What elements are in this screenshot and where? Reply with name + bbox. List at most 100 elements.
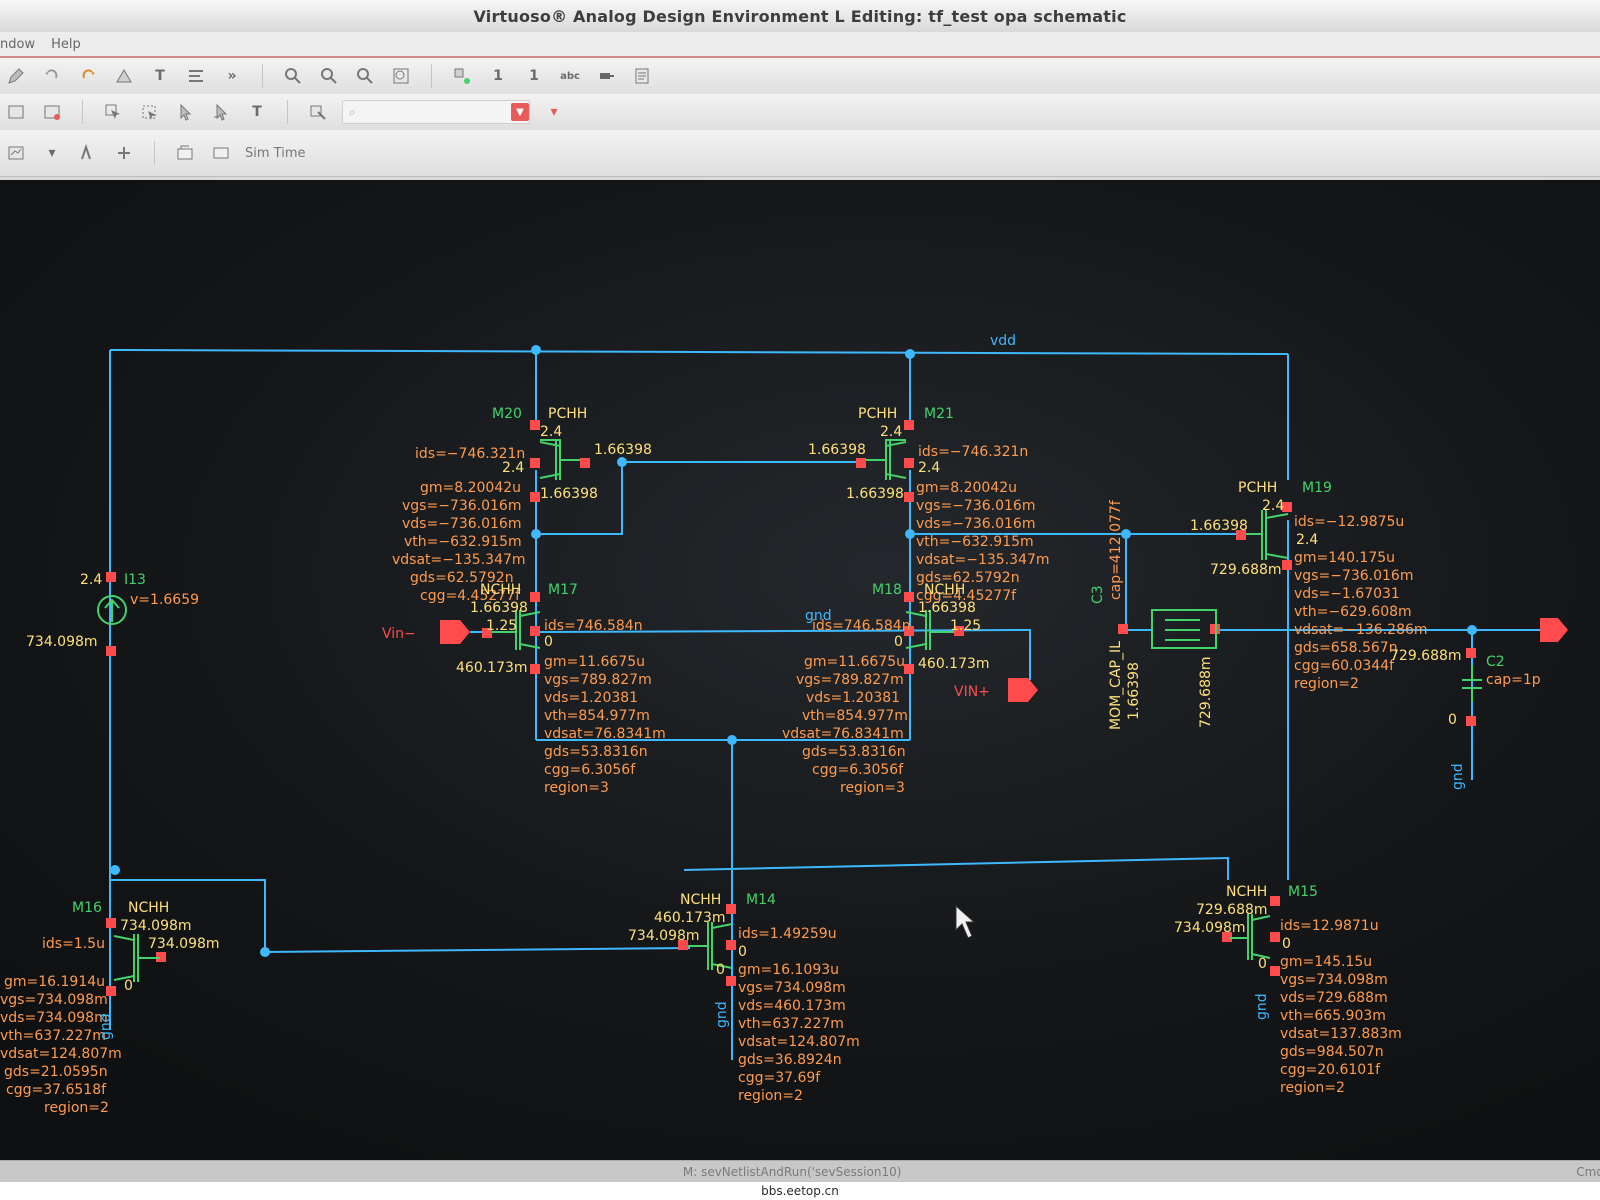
window-icon[interactable]	[4, 100, 28, 124]
i13-symbol	[97, 595, 127, 625]
m15-params: ids=12.9871u gm=145.15u vgs=734.098m vds…	[1280, 918, 1402, 1096]
toolbar-separator	[154, 141, 155, 165]
m17-name: M17	[548, 582, 578, 598]
svg-text:vth=854.977m: vth=854.977m	[544, 708, 650, 724]
svg-text:region=2: region=2	[1294, 676, 1359, 692]
m16-symbol	[113, 934, 160, 982]
sim-time-box-icon[interactable]	[209, 141, 233, 165]
simulation-setup-icon[interactable]	[4, 141, 28, 165]
probe-icon[interactable]	[306, 100, 330, 124]
wires	[109, 349, 1550, 1060]
m15-source-v: 0	[1258, 956, 1267, 972]
svg-text:vgs=734.098m: vgs=734.098m	[738, 980, 846, 996]
m20-top-v: 2.4	[540, 424, 562, 440]
svg-text:ids=12.9871u: ids=12.9871u	[1280, 918, 1379, 934]
pin-icon[interactable]	[594, 64, 618, 88]
svg-text:vgs=−736.016m: vgs=−736.016m	[916, 498, 1035, 514]
zoom-fit-icon[interactable]	[353, 64, 377, 88]
svg-text:vdsat=137.883m: vdsat=137.883m	[1280, 1026, 1402, 1042]
align-tool-icon[interactable]	[184, 64, 208, 88]
c2-cap: cap=1p	[1486, 672, 1541, 688]
m18-top-v: 1.66398	[918, 600, 976, 616]
m16-gate-v: 734.098m	[148, 936, 220, 952]
menu-help[interactable]: Help	[51, 36, 81, 52]
sim-time-label: Sim Time	[245, 145, 306, 161]
search-field[interactable]: ⌕ ▼	[342, 100, 530, 124]
window-title: Virtuoso® Analog Design Environment L Ed…	[473, 6, 1127, 26]
undo-icon[interactable]	[40, 64, 64, 88]
m18-name: M18	[872, 582, 902, 598]
schematic-canvas[interactable]: vdd gnd Vin− VIN+ M20 PCHH 2.4 2.4 1.663…	[0, 180, 1600, 1160]
svg-text:vds=460.173m: vds=460.173m	[738, 998, 846, 1014]
c3-right-v: 729.688m	[1198, 656, 1214, 728]
svg-text:gm=16.1093u: gm=16.1093u	[738, 962, 839, 978]
pencil-icon[interactable]	[4, 64, 28, 88]
junctions	[110, 345, 1477, 957]
svg-text:gds=21.0595n: gds=21.0595n	[4, 1064, 108, 1080]
c2-bottom-v: 0	[1448, 712, 1457, 728]
m19-params: ids=−12.9875u gm=140.175u vgs=−736.016m …	[1294, 514, 1428, 692]
toolbar-row-1: T » 1 1 abc	[0, 58, 1600, 95]
svg-text:vgs=789.827m: vgs=789.827m	[544, 672, 652, 688]
svg-text:region=2: region=2	[1280, 1080, 1345, 1096]
search-dropdown-icon[interactable]: ▼	[511, 103, 529, 121]
netlist-icon[interactable]	[76, 141, 100, 165]
run-options-icon[interactable]: ▾	[48, 145, 56, 161]
search-options-icon[interactable]: ▾	[550, 104, 558, 120]
net-label-vin-plus: VIN+	[954, 684, 990, 700]
toolbar-row-2: T ⌕ ▼ ▾	[0, 94, 1600, 131]
annotate-icon[interactable]	[173, 141, 197, 165]
mouse-cursor-icon	[955, 904, 976, 939]
svg-text:cgg=37.6518f: cgg=37.6518f	[6, 1082, 107, 1098]
zoom-out-icon[interactable]	[317, 64, 341, 88]
m18-symbol	[905, 610, 954, 650]
pointer-icon[interactable]	[173, 100, 197, 124]
text-tool-icon[interactable]: T	[155, 68, 165, 84]
m18-bulk-v: 0	[894, 634, 903, 650]
svg-text:ids=1.5u: ids=1.5u	[42, 936, 105, 952]
svg-text:vgs=734.098m: vgs=734.098m	[0, 992, 108, 1008]
zoom-box-icon[interactable]	[389, 64, 413, 88]
svg-text:vdsat=76.8341m: vdsat=76.8341m	[782, 726, 904, 742]
shape-tool-icon[interactable]	[112, 64, 136, 88]
m17-gate-v: 1.25	[486, 618, 517, 634]
svg-text:ids=−746.321n: ids=−746.321n	[918, 444, 1028, 460]
label-icon[interactable]: abc	[560, 70, 580, 82]
m14-type: NCHH	[680, 892, 721, 908]
text-select-icon[interactable]: T	[252, 104, 262, 120]
m17-source-v: 460.173m	[456, 660, 528, 676]
m19-type: PCHH	[1238, 480, 1277, 496]
m21-type: PCHH	[858, 406, 897, 422]
menu-window[interactable]: ndow	[0, 36, 36, 52]
svg-text:vgs=789.827m: vgs=789.827m	[796, 672, 904, 688]
gnd-label-3: gnd	[1254, 993, 1270, 1020]
add-instance-icon[interactable]	[450, 64, 474, 88]
m18-source-v: 460.173m	[918, 656, 990, 672]
pointer-net-icon[interactable]	[209, 100, 233, 124]
c2-top-v: 729.688m	[1390, 648, 1462, 664]
m19-bottom-v: 729.688m	[1210, 562, 1282, 578]
svg-text:vds=−736.016m: vds=−736.016m	[916, 516, 1035, 532]
more-tools-icon[interactable]: »	[227, 68, 237, 84]
zoom-in-icon[interactable]	[281, 64, 305, 88]
select-area-icon[interactable]	[137, 100, 161, 124]
redo-icon[interactable]	[76, 64, 100, 88]
m20-type: PCHH	[548, 406, 587, 422]
m17-params: ids=746.584n gm=11.6675u vgs=789.827m vd…	[544, 618, 666, 796]
m16-params: ids=1.5u gm=16.1914u vgs=734.098m vds=73…	[0, 936, 122, 1116]
window-close-icon[interactable]	[40, 100, 64, 124]
wire-icon[interactable]: 1	[493, 68, 503, 84]
toolbar-separator	[287, 100, 288, 124]
svg-text:vdsat=−136.286m: vdsat=−136.286m	[1294, 622, 1428, 638]
labels: vdd gnd Vin− VIN+ M20 PCHH 2.4 2.4 1.663…	[0, 333, 1541, 1116]
bus-icon[interactable]: 1	[529, 68, 539, 84]
m14-params: ids=1.49259u gm=16.1093u vgs=734.098m vd…	[738, 926, 860, 1104]
svg-text:ids=−746.321n: ids=−746.321n	[415, 446, 525, 462]
m14-gate-v: 734.098m	[628, 928, 700, 944]
svg-text:ids=746.584n: ids=746.584n	[544, 618, 643, 634]
svg-text:vth=−632.915m: vth=−632.915m	[916, 534, 1034, 550]
select-icon[interactable]	[101, 100, 125, 124]
notes-icon[interactable]	[630, 64, 654, 88]
run-simulation-icon[interactable]	[112, 141, 136, 165]
svg-text:vth=637.227m: vth=637.227m	[0, 1028, 106, 1044]
